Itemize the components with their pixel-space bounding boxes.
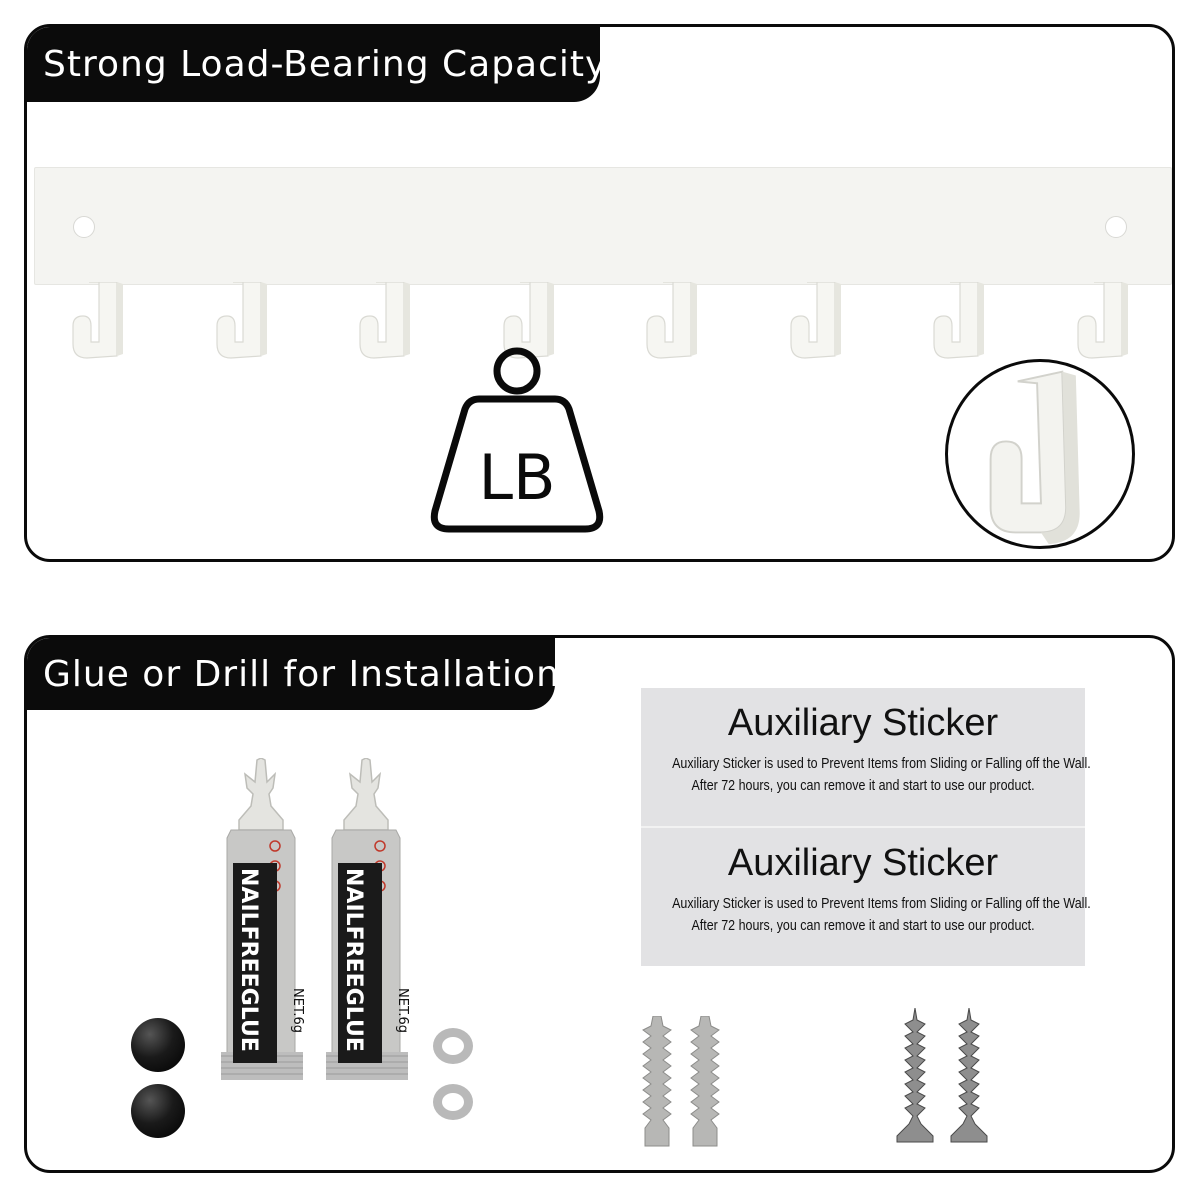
hook-icon	[72, 282, 123, 359]
hook-icon	[359, 282, 410, 359]
sticker-line-2: After 72 hours, you can remove it and st…	[691, 778, 1035, 794]
hook-icon	[789, 282, 841, 359]
screw-icon	[950, 1008, 988, 1143]
tube-label	[233, 863, 277, 1063]
washer-icon	[433, 1028, 473, 1064]
screw-icon	[896, 1008, 934, 1143]
tube-brand-text: NAILFREEGLUE	[236, 868, 261, 1052]
sticker-title: Auxiliary Sticker	[727, 842, 999, 884]
weight-label: LB	[478, 441, 555, 514]
weight-icon: LB	[430, 347, 604, 533]
hook-closeup-icon	[989, 370, 1080, 545]
left-screw-hole	[73, 216, 95, 238]
glue-tube-1: NAILFREEGLUE NET.6g	[215, 758, 307, 1080]
hook-rack-bar	[34, 167, 1172, 285]
installation-panel: Glue or Drill for Installation Auxiliary…	[24, 635, 1175, 1173]
glue-tube-2: NAILFREEGLUE NET.6g	[320, 758, 412, 1080]
wall-anchor-icon	[690, 1016, 720, 1147]
installation-title: Glue or Drill for Installation	[27, 638, 559, 710]
sticker-line-1: Auxiliary Sticker is used to Prevent Ite…	[672, 756, 1091, 772]
hook-icon	[933, 282, 984, 359]
tube-brand-text: NAILFREEGLUE	[341, 868, 366, 1052]
right-screw-hole	[1105, 216, 1127, 238]
washer-icon	[433, 1084, 473, 1120]
rubber-cap-icon	[131, 1018, 185, 1072]
hook-icon	[1076, 282, 1128, 359]
hook-icon	[502, 282, 554, 359]
sticker-line-2: After 72 hours, you can remove it and st…	[691, 918, 1035, 934]
sticker-line-1: Auxiliary Sticker is used to Prevent Ite…	[672, 896, 1091, 912]
hook-detail-zoom	[945, 359, 1135, 549]
auxiliary-sticker-1: Auxiliary Sticker Auxiliary Sticker is u…	[641, 688, 1091, 826]
tube-label	[338, 863, 382, 1063]
load-capacity-title: Strong Load-Bearing Capacity	[27, 27, 606, 102]
tube-net-text: NET.6g	[290, 988, 305, 1033]
hook-icon	[215, 282, 267, 359]
hook-icon	[646, 282, 697, 359]
load-capacity-panel: Strong Load-Bearing Capacity LB	[24, 24, 1175, 562]
sticker-title: Auxiliary Sticker	[727, 702, 999, 744]
auxiliary-sticker-2: Auxiliary Sticker Auxiliary Sticker is u…	[641, 826, 1091, 966]
tube-net-text: NET.6g	[395, 988, 410, 1033]
rubber-cap-icon	[131, 1084, 185, 1138]
wall-anchor-icon	[642, 1016, 672, 1147]
